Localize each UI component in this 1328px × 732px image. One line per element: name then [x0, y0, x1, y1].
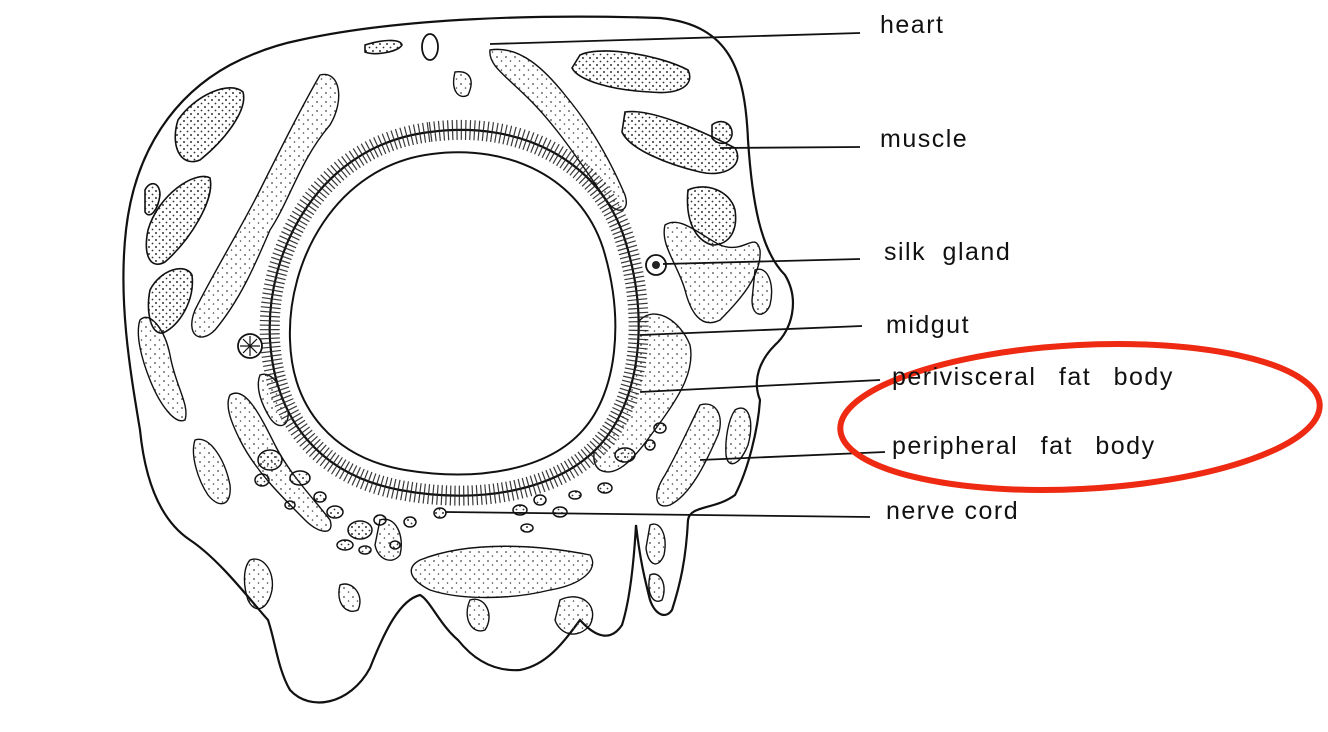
label-midgut: midgut [886, 313, 970, 338]
label-peripheral-fat-body: peripheral fat body [892, 434, 1156, 459]
label-nerve-cord: nerve cord [886, 499, 1019, 524]
label-muscle: muscle [880, 127, 968, 152]
label-heart: heart [880, 13, 944, 38]
highlight-ellipse [837, 333, 1324, 502]
label-perivisceral-fat-body: perivisceral fat body [892, 365, 1174, 390]
heart-shape [422, 34, 438, 60]
midgut [270, 130, 639, 496]
label-silk-gland: silk gland [884, 240, 1011, 265]
